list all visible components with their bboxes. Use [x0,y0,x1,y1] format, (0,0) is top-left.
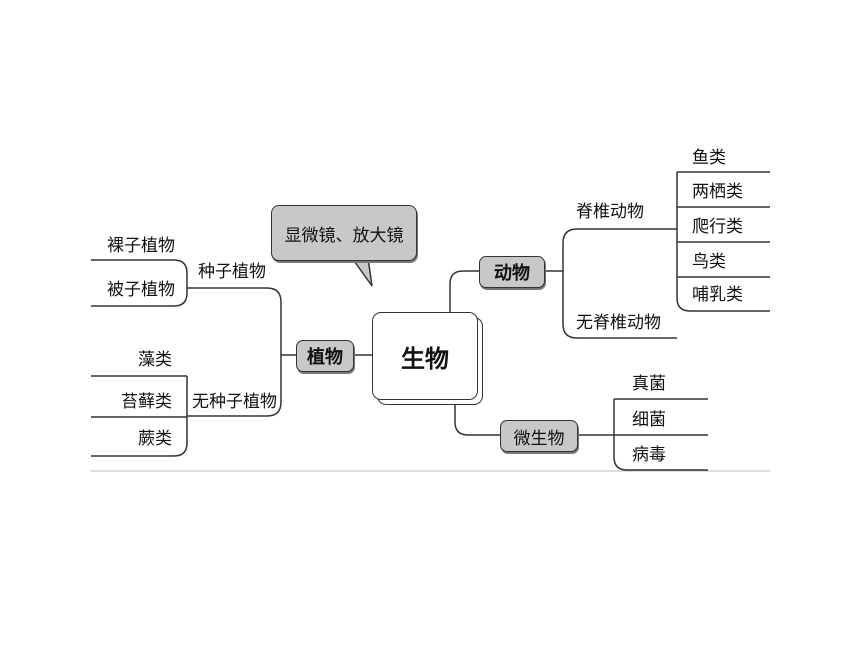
link-seedless-bottom [91,376,188,457]
angiosperm-label: 被子植物 [107,280,175,300]
bacteria-label: 细菌 [632,410,666,430]
bird-label: 鸟类 [692,252,726,272]
invertebrate-label: 无脊椎动物 [576,313,661,333]
link-center-animals [449,270,479,312]
seedless-plants-label: 无种子植物 [192,392,277,412]
vertebrate-label: 脊椎动物 [576,202,644,222]
fungi-label: 真菌 [632,374,666,394]
link-vertebrate-spine [676,172,770,312]
callout-tail [350,257,373,287]
seed-plants-label: 种子植物 [198,262,266,282]
link-virus [613,399,708,471]
callout-text: 显微镜、放大镜 [284,225,404,246]
center-node: 生物 [372,312,478,400]
center-label: 生物 [401,344,449,373]
mammal-label: 哺乳类 [692,285,743,305]
plants-node: 植物 [296,340,354,372]
link-plants-branches [187,287,282,417]
amphibian-label: 两栖类 [692,182,743,202]
reptile-label: 爬行类 [692,217,743,237]
fish-label: 鱼类 [692,148,726,168]
algae-label: 藻类 [138,350,172,370]
moss-label: 苔藓类 [121,392,172,412]
link-animals-branches [562,228,677,339]
microbes-label: 微生物 [513,428,565,449]
virus-label: 病毒 [632,445,666,465]
callout-bubble: 显微镜、放大镜 [271,205,417,261]
link-seed-group [91,259,188,307]
microbes-node: 微生物 [500,420,578,452]
gymnosperm-label: 裸子植物 [107,236,175,256]
animals-node: 动物 [479,256,545,288]
animals-label: 动物 [494,263,530,284]
link-center-microbes [454,398,500,436]
fern-label: 蕨类 [138,429,172,449]
plants-label: 植物 [307,347,343,368]
